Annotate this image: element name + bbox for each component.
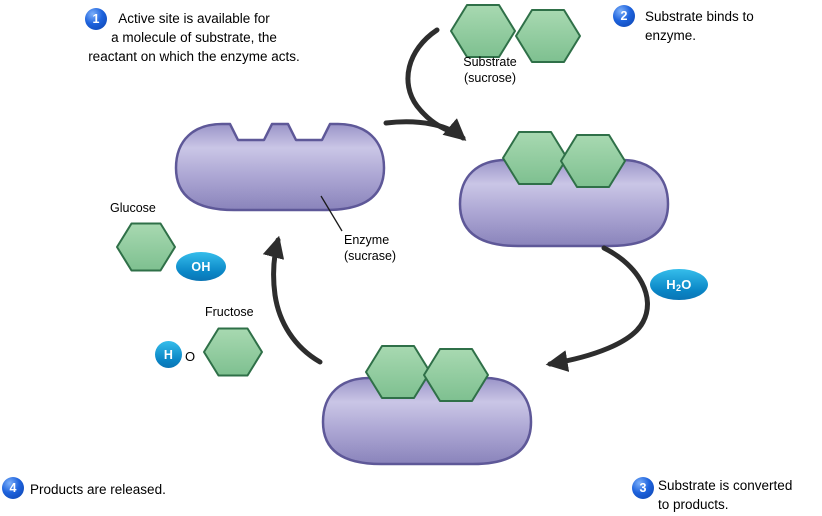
water-h: H (666, 277, 676, 292)
fructose-hexagon (203, 327, 263, 377)
substrate-label-line-2: (sucrose) (463, 71, 517, 85)
substrate-hexagon-left (450, 4, 516, 58)
water-o: O (681, 277, 692, 292)
step-4-line-1: Products are released. (30, 482, 166, 497)
step-2-text: Substrate binds to enzyme. (645, 7, 754, 45)
enzyme-label-line-1: Enzyme (344, 233, 390, 247)
arrow-release-to-start (262, 235, 323, 365)
step-1-line-3: reactant on which the enzyme acts. (88, 49, 300, 64)
enzyme-label: Enzyme (sucrase) (344, 232, 396, 264)
step-3-badge: 3 (632, 477, 654, 499)
arrow-enzyme-to-binding (383, 118, 467, 141)
step-2-badge: 2 (613, 5, 635, 27)
step-2-line-2: enzyme. (645, 28, 697, 43)
step-4-badge: 4 (2, 477, 24, 499)
enzyme-label-line (320, 195, 343, 232)
step-3-line-1: Substrate is converted (658, 478, 793, 493)
hydroxyl-group: OH (176, 252, 226, 281)
step-1-line-2: a molecule of substrate, the (111, 30, 277, 45)
substrate-label-line-1: Substrate (463, 55, 517, 69)
enzyme-label-line-2: (sucrase) (344, 249, 397, 263)
enzyme-shape-available (174, 122, 386, 212)
step-3-text: Substrate is converted to products. (658, 476, 792, 514)
oxygen-atom: O (185, 349, 196, 364)
glucose-label: Glucose (110, 201, 156, 215)
water-subscript: 2 (675, 282, 682, 293)
enzyme-shape-converting (321, 376, 533, 466)
step-3-line-2: to products. (658, 497, 729, 512)
step-2-line-1: Substrate binds to (645, 9, 754, 24)
hydrogen-atom: H (155, 341, 182, 368)
glucose-hexagon (116, 222, 176, 272)
arrow-binding-to-conversion (545, 245, 650, 372)
step-1-line-1: Active site is available for (118, 11, 270, 26)
substrate-label: Substrate (sucrose) (446, 54, 534, 86)
step-1-text: Active site is available for a molecule … (50, 9, 338, 66)
step-1-badge: 1 (85, 8, 107, 30)
step-4-text: Products are released. (30, 480, 166, 499)
arrow-substrate-down (405, 27, 455, 135)
enzyme-shape-bound (458, 158, 670, 248)
fructose-label: Fructose (205, 305, 254, 319)
